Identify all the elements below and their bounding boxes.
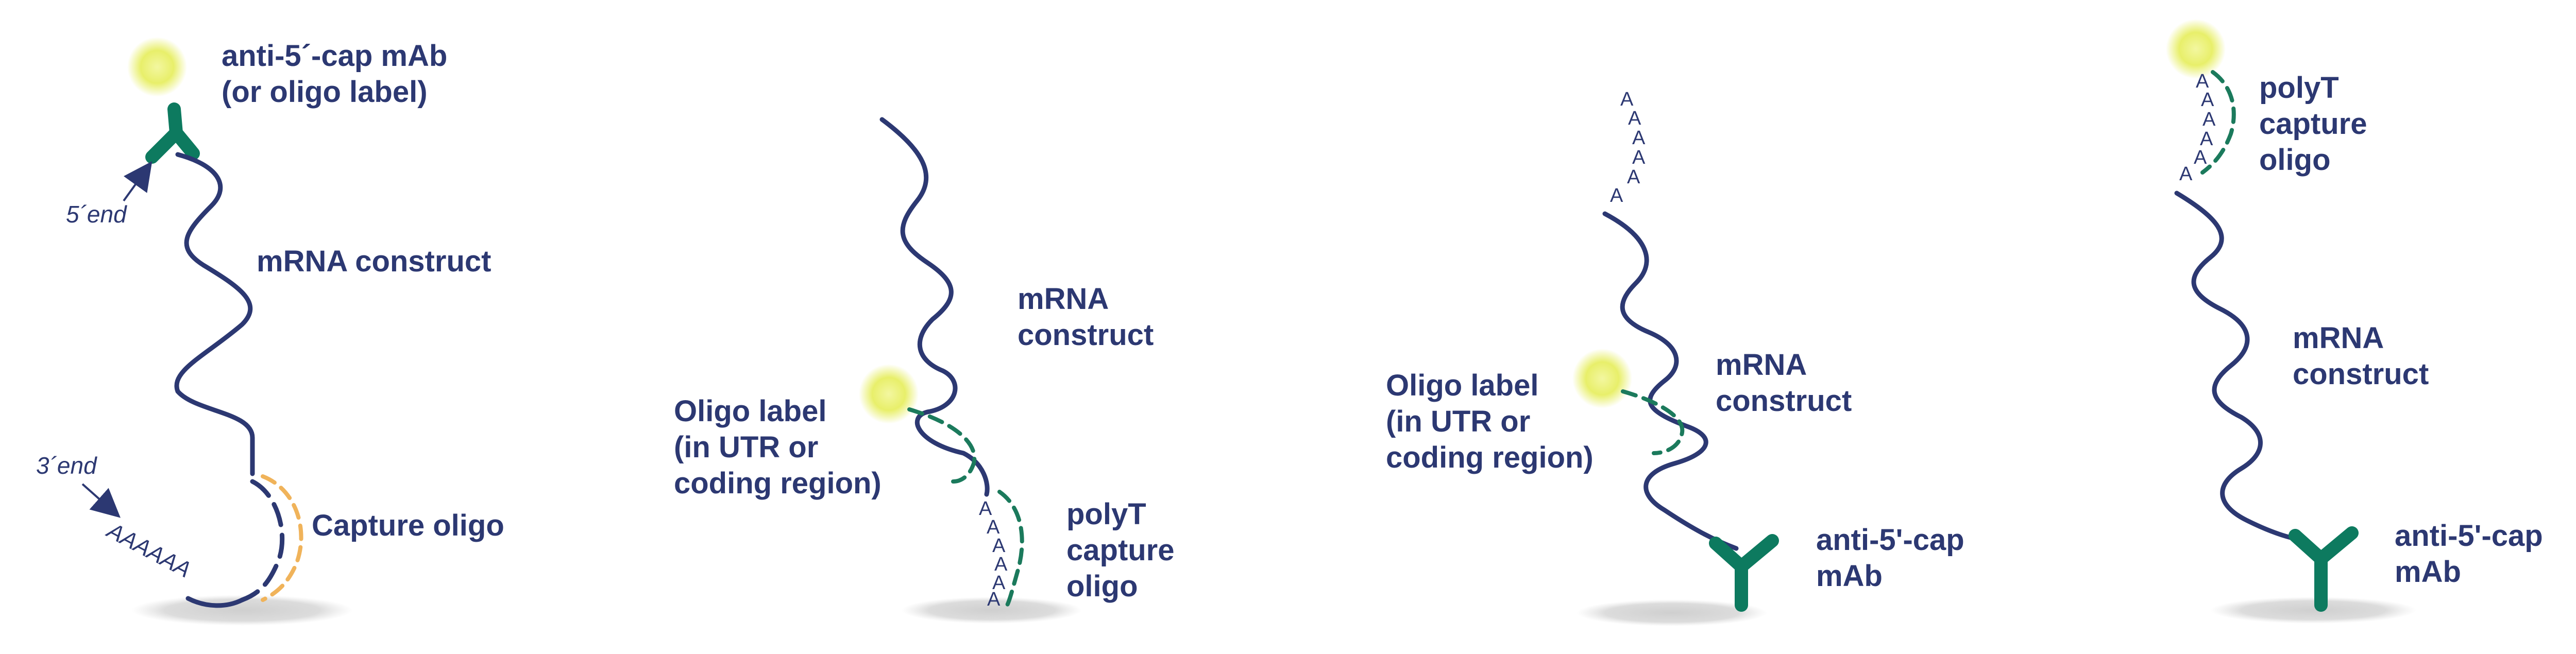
polya-a2: A xyxy=(987,517,1000,538)
surface-shadow xyxy=(131,595,353,626)
polya-a6: A xyxy=(2179,163,2193,185)
construct-label: mRNA construct xyxy=(257,245,491,278)
polyt-line2: capture xyxy=(2259,107,2367,141)
label-cap-line1: anti-5´-cap mAb xyxy=(222,39,447,73)
label-glow xyxy=(127,37,187,97)
polyt-line2: capture xyxy=(1066,533,1175,567)
polya-a3: A xyxy=(992,535,1006,557)
polya-a5: A xyxy=(2194,147,2207,168)
polyt-line1: polyT xyxy=(1066,497,1146,531)
construct-line1: mRNA xyxy=(2293,321,2384,355)
panel-1: anti-5´-cap mAb (or oligo label) 5´end m… xyxy=(36,37,504,626)
mrna-strand xyxy=(1602,211,1739,551)
oligo-line3: coding region) xyxy=(1386,441,1594,474)
label-oligo xyxy=(1621,389,1685,455)
panel-4: A A A A A A polyT capture oligo mRNA con… xyxy=(2166,19,2543,624)
five-end-label: 5´end xyxy=(66,201,127,228)
label-oligo xyxy=(907,407,977,484)
oligo-label-glow xyxy=(859,364,919,424)
polyt-line1: polyT xyxy=(2259,71,2339,105)
polya-a3: A xyxy=(1632,127,1646,149)
three-end-arrow xyxy=(81,483,121,518)
polya-a1: A xyxy=(1620,89,1634,110)
panel-2: mRNA construct Oligo label (in UTR or co… xyxy=(674,117,1175,624)
mrna-dashed-end xyxy=(240,479,285,603)
polya-a2: A xyxy=(1628,108,1641,129)
polya-a2: A xyxy=(2201,89,2214,111)
surface-shadow xyxy=(2210,597,2416,624)
label-cap-line2: (or oligo label) xyxy=(222,75,428,109)
panel-3: A A A A A A mRNA construct Oligo label (… xyxy=(1386,89,1964,626)
polya-a5: A xyxy=(992,572,1006,594)
polya-a3: A xyxy=(2202,109,2216,130)
antibody xyxy=(145,102,200,164)
five-end-arrow xyxy=(123,161,152,202)
polya-a6: A xyxy=(1610,185,1623,206)
oligo-line2: (in UTR or xyxy=(1386,405,1530,438)
construct-line2: construct xyxy=(2293,357,2429,391)
ab-line2: mAb xyxy=(1816,559,1883,593)
construct-line2: construct xyxy=(1018,318,1154,352)
ab-line1: anti-5'-cap xyxy=(2395,519,2543,553)
antibody xyxy=(1709,534,1779,612)
oligo-line1: Oligo label xyxy=(674,394,827,428)
surface-shadow xyxy=(902,597,1082,624)
construct-line1: mRNA xyxy=(1716,348,1807,382)
oligo-label-glow xyxy=(1572,349,1632,408)
polyt-oligo xyxy=(997,490,1024,607)
polyt-line3: oligo xyxy=(2259,143,2331,177)
surface-shadow xyxy=(1577,599,1767,626)
polya-a4: A xyxy=(994,554,1008,575)
polyt-line3: oligo xyxy=(1066,570,1138,603)
mrna-strand xyxy=(879,117,990,497)
polya-a4: A xyxy=(2200,128,2213,150)
capture-oligo xyxy=(261,474,303,602)
polya-a6: A xyxy=(987,589,1001,610)
ab-line2: mAb xyxy=(2395,555,2461,589)
mrna-tail xyxy=(185,596,245,608)
polya-a4: A xyxy=(1632,147,1646,168)
oligo-line1: Oligo label xyxy=(1386,369,1539,402)
three-end-label: 3´end xyxy=(36,452,97,479)
ab-line1: anti-5'-cap xyxy=(1816,523,1964,557)
antibody xyxy=(2289,526,2359,612)
polya-a5: A xyxy=(1627,166,1640,188)
mrna-strand xyxy=(174,152,255,476)
polyt-oligo xyxy=(2200,70,2236,175)
label-glow xyxy=(2166,19,2226,79)
mrna-strand xyxy=(2174,191,2295,541)
polya-tail: AAAAAA xyxy=(102,517,195,582)
polya-a1: A xyxy=(2196,71,2209,92)
construct-line2: construct xyxy=(1716,384,1852,418)
oligo-line3: coding region) xyxy=(674,467,882,500)
polya-a1: A xyxy=(979,498,992,520)
oligo-line2: (in UTR or xyxy=(674,431,818,464)
construct-line1: mRNA xyxy=(1018,282,1109,316)
capture-label: Capture oligo xyxy=(312,509,504,542)
